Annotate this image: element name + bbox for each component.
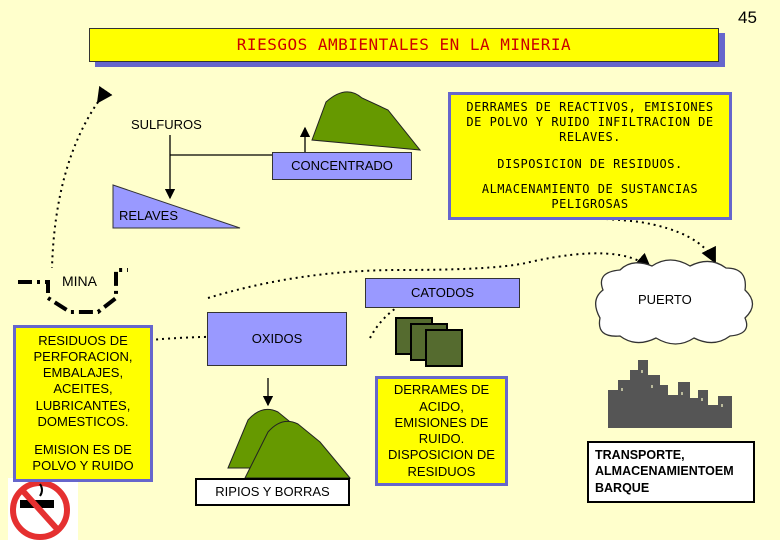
- transporte-box: TRANSPORTE, ALMACENAMIENTOEM BARQUE: [587, 441, 755, 503]
- concentrado-box: CONCENTRADO: [272, 152, 412, 180]
- title-banner: RIESGOS AMBIENTALES EN LA MINERIA: [89, 28, 719, 62]
- concentrado-label: CONCENTRADO: [291, 157, 393, 173]
- mina-pit-icon: [18, 268, 128, 314]
- risk-box-oxidos: DERRAMES DE ACIDO, EMISIONES DE RUIDO. D…: [375, 376, 508, 486]
- transporte-text: TRANSPORTE, ALMACENAMIENTOEM BARQUE: [595, 448, 734, 495]
- mina-label: MINA: [62, 273, 97, 289]
- puerto-label: PUERTO: [638, 292, 692, 307]
- relaves-label: RELAVES: [119, 208, 179, 223]
- catodos-box: CATODOS: [365, 278, 520, 308]
- ripios-box: RIPIOS Y BORRAS: [195, 478, 350, 506]
- risk-reactivos-text: DERRAMES DE REACTIVOS, EMISIONES DE POLV…: [466, 100, 714, 144]
- catodos-label: CATODOS: [410, 284, 475, 300]
- risk-residuos-text: DISPOSICION DE RESIDUOS.: [497, 157, 683, 171]
- emision-text: EMISION ES DE POLVO Y RUIDO: [32, 442, 134, 474]
- oxidos-box: OXIDOS: [207, 312, 347, 366]
- derrames-acido-text: DERRAMES DE ACIDO, EMISIONES DE RUIDO. D…: [388, 382, 495, 479]
- oxidos-label: OXIDOS: [251, 330, 303, 346]
- page-title: RIESGOS AMBIENTALES EN LA MINERIA: [236, 35, 572, 54]
- risk-box-mina: RESIDUOS DE PERFORACION, EMBALAJES, ACEI…: [13, 325, 153, 482]
- mina-to-puerto-arrow: [207, 252, 652, 299]
- sulfuros-label: SULFUROS: [131, 117, 202, 132]
- relaves-triangle: [112, 184, 241, 229]
- ripios-label: RIPIOS Y BORRAS: [215, 483, 330, 499]
- concentrado-to-puerto-arrow: [479, 216, 716, 264]
- risk-almacenamiento-text: ALMACENAMIENTO DE SUSTANCIAS PELIGROSAS: [481, 182, 699, 211]
- residuos-text: RESIDUOS DE PERFORACION, EMBALAJES, ACEI…: [33, 332, 133, 429]
- risk-box-concentrado: DERRAMES DE REACTIVOS, EMISIONES DE POLV…: [448, 92, 732, 220]
- page-number: 45: [738, 8, 757, 27]
- mina-to-sulfuros-arrow: [51, 85, 113, 269]
